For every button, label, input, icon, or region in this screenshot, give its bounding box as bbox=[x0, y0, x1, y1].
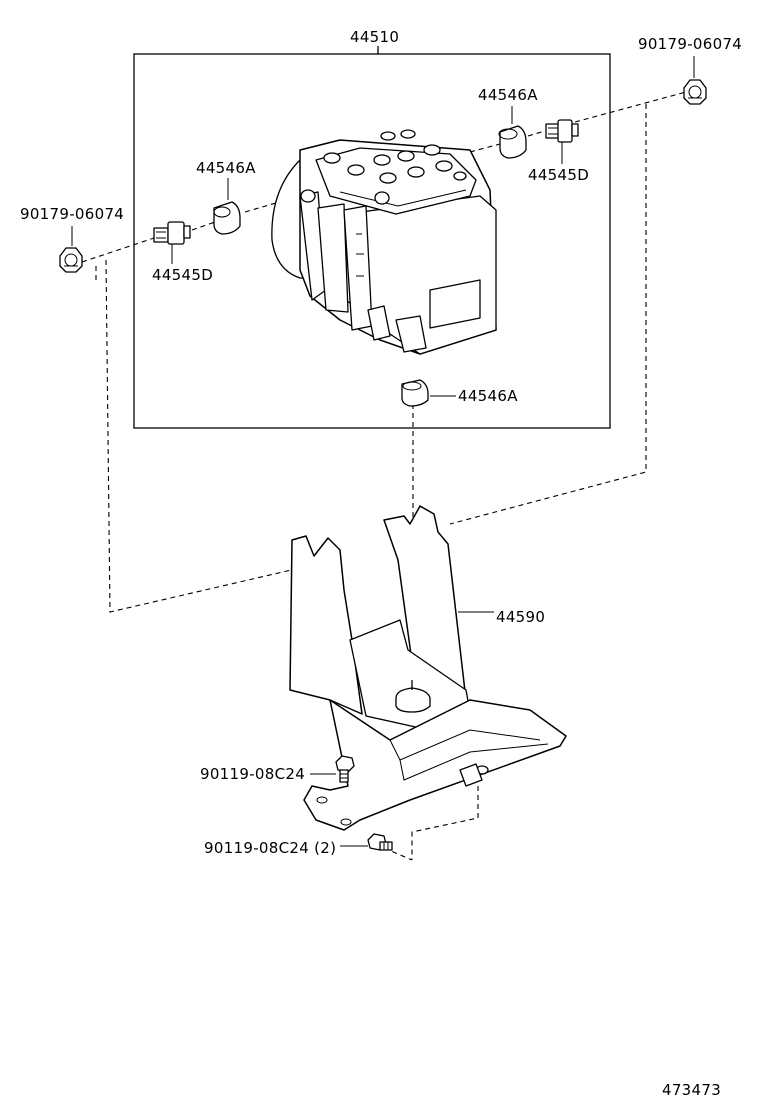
label-bolt-left: 90179-06074 bbox=[20, 205, 124, 223]
bolt-bracket-lower bbox=[367, 833, 393, 851]
label-bolt-bracket-upper: 90119-08C24 bbox=[200, 765, 305, 783]
flange-bolt-left bbox=[59, 247, 83, 273]
label-cushion-bottom: 44546A bbox=[458, 387, 518, 405]
cushion-bottom bbox=[401, 379, 429, 407]
label-collar-left: 44545D bbox=[152, 266, 213, 284]
collar-right bbox=[545, 119, 579, 143]
label-cushion-left: 44546A bbox=[196, 159, 256, 177]
label-bolt-bracket-lower: 90119-08C24 (2) bbox=[204, 839, 336, 857]
assembly-frame bbox=[133, 46, 611, 429]
bolt-bracket-upper bbox=[335, 755, 355, 783]
cushion-top-right bbox=[498, 125, 527, 159]
port-fittings bbox=[300, 129, 467, 205]
collar-left bbox=[153, 221, 191, 245]
label-cushion-top-right: 44546A bbox=[478, 86, 538, 104]
label-collar-right: 44545D bbox=[528, 166, 589, 184]
actuator-bracket bbox=[289, 505, 567, 831]
flange-bolt-top-right bbox=[683, 79, 707, 105]
cushion-left bbox=[213, 201, 241, 235]
abs-actuator-body bbox=[271, 129, 497, 355]
illustration-number: 473473 bbox=[662, 1081, 721, 1099]
label-actuator-assembly: 44510 bbox=[350, 28, 399, 46]
label-bolt-top-right: 90179-06074 bbox=[638, 35, 742, 53]
label-bracket: 44590 bbox=[496, 608, 545, 626]
